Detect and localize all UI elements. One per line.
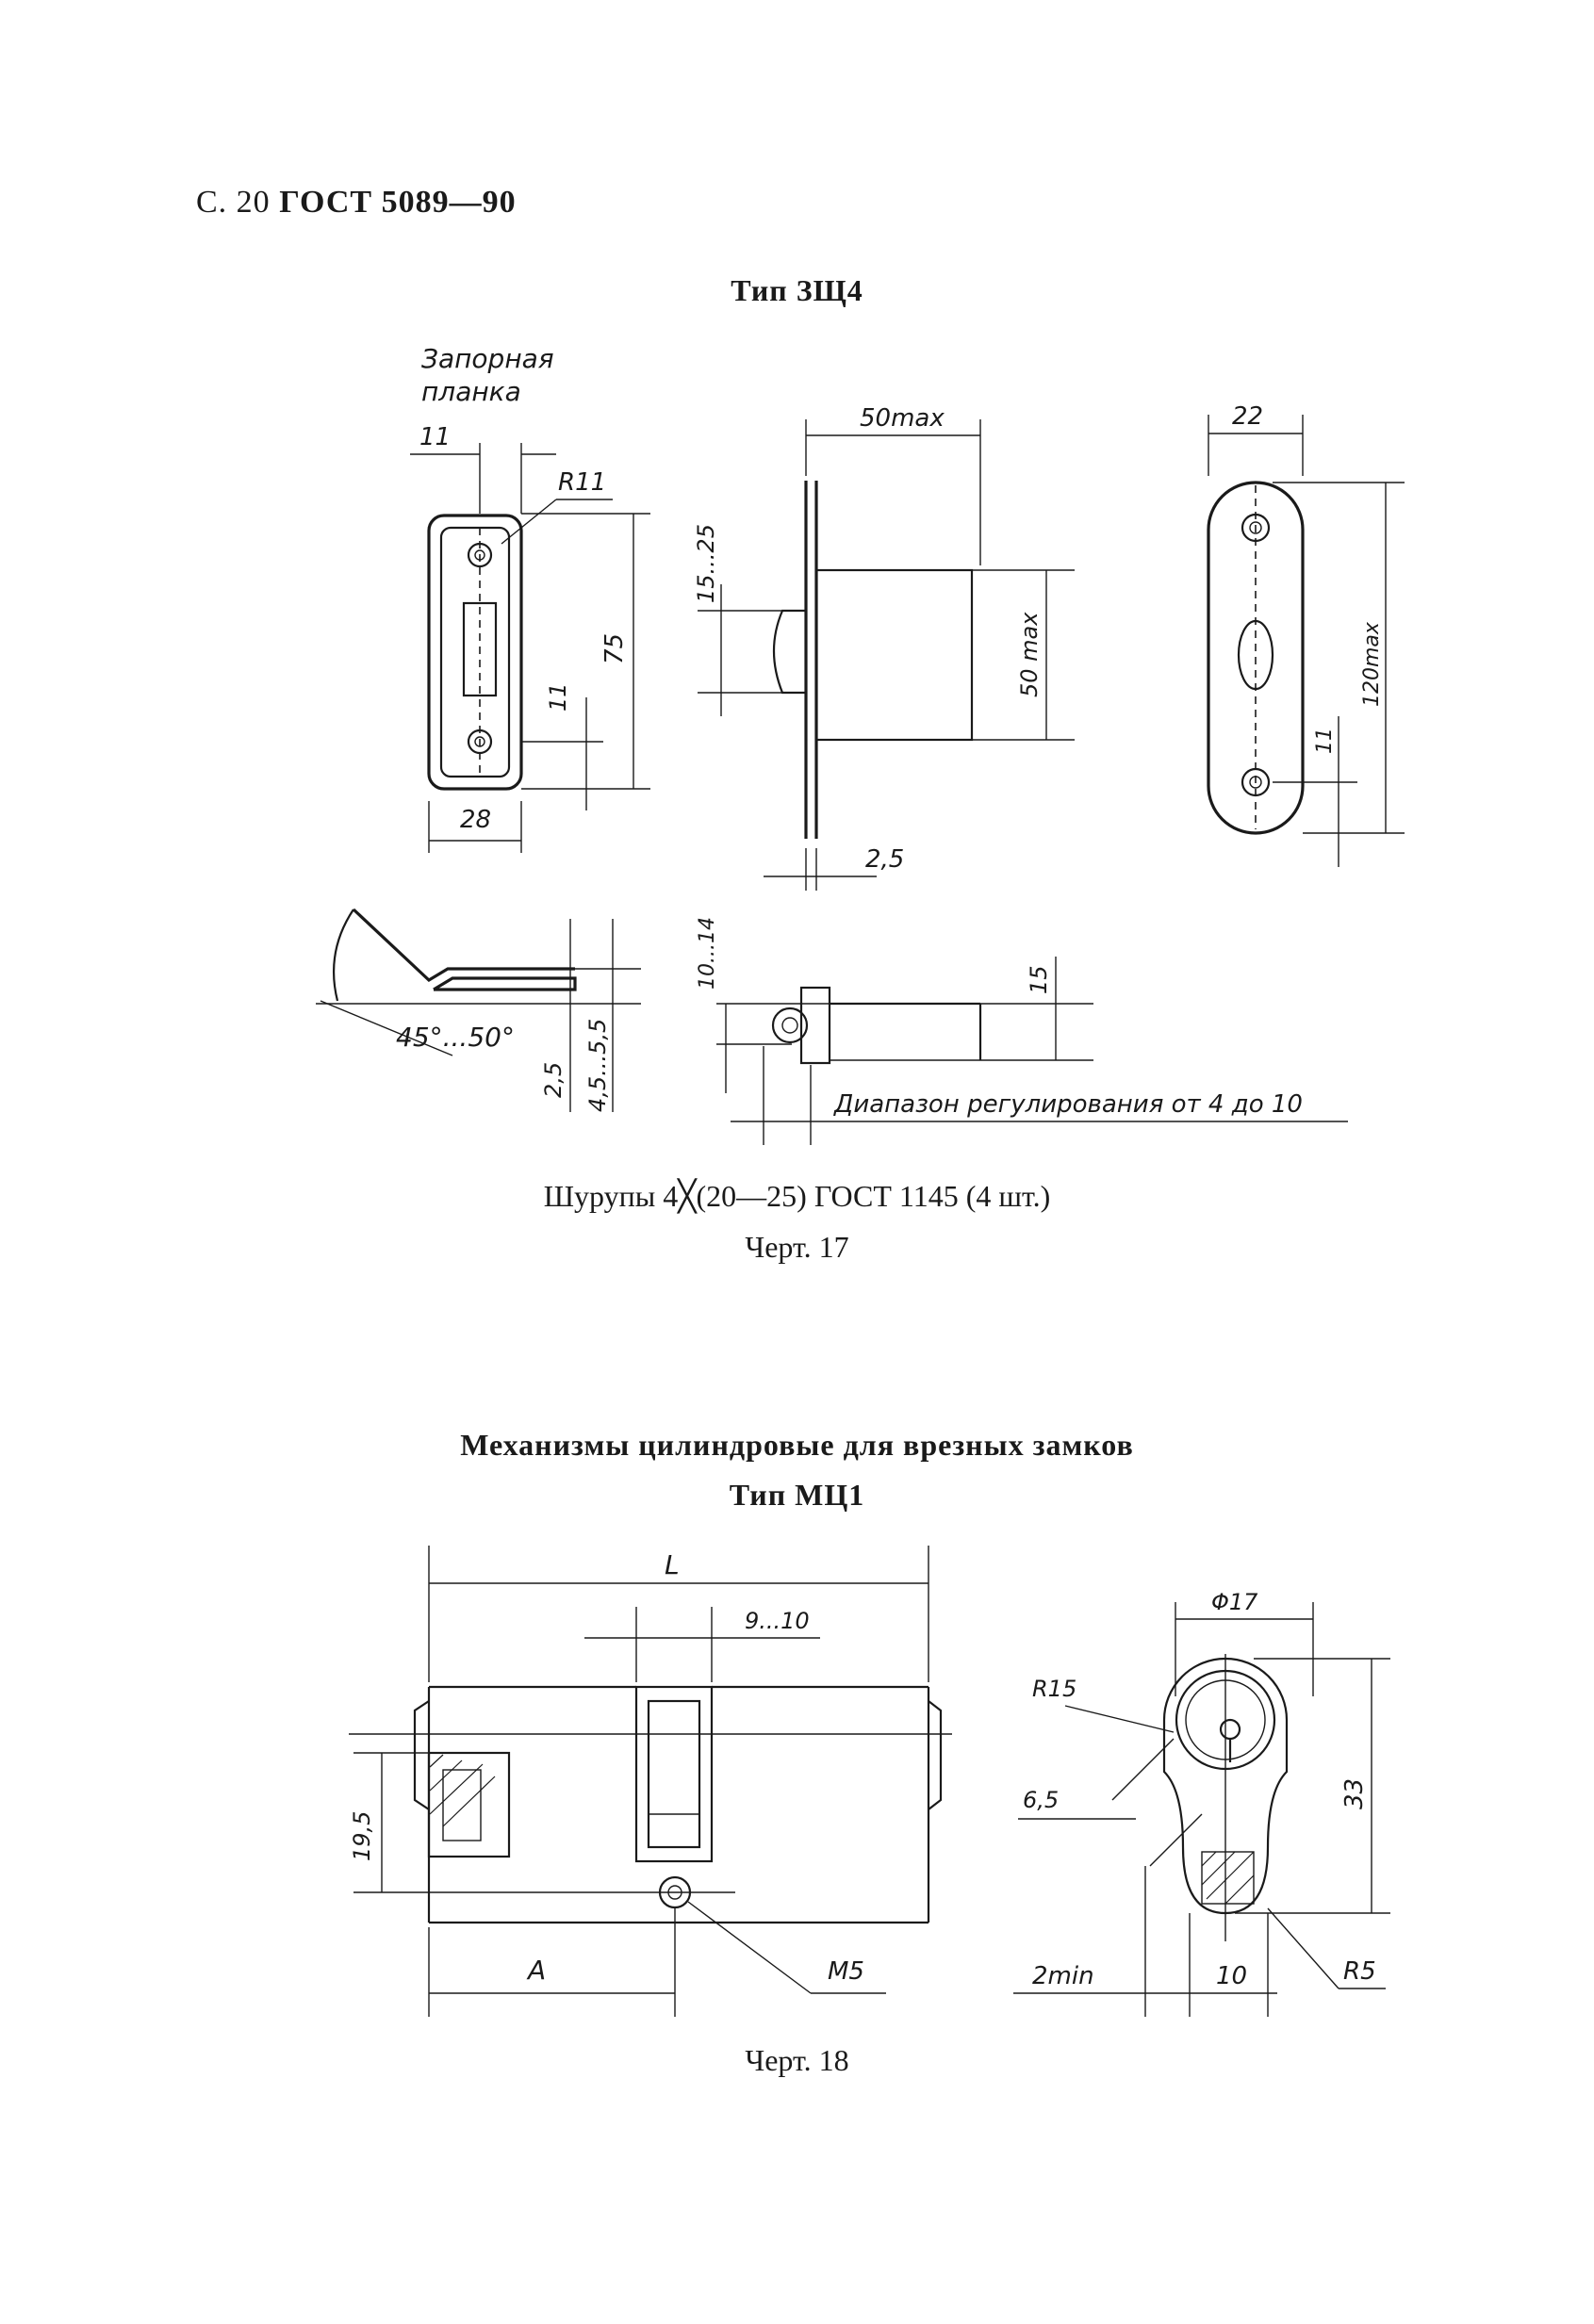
label-L: L: [665, 1549, 680, 1580]
latch-side-view: [698, 419, 1075, 891]
cylinder-profile-view: [1013, 1602, 1390, 2017]
page-number: С. 20: [196, 185, 271, 220]
striker-plate-front-view: [410, 443, 650, 853]
label-d28: 28: [460, 806, 491, 834]
bent-plate-section: [316, 908, 641, 1112]
page-header: С. 20 ГОСТ 5089—90: [196, 185, 517, 221]
label-plate-line2: планка: [421, 376, 521, 407]
label-d33: 33: [1340, 1778, 1369, 1809]
label-d6-5: 6,5: [1023, 1787, 1059, 1813]
label-d75: 75: [600, 633, 629, 664]
label-d11-side: 11: [545, 682, 571, 712]
label-d11-right: 11: [1313, 728, 1337, 754]
cylinder-front-view: [349, 1546, 952, 2017]
section1-title: Тип ЗЩ4: [731, 273, 863, 307]
face-plate-right-view: [1207, 415, 1405, 867]
label-d50max-side: 50 max: [1016, 612, 1043, 697]
dimension-labels: Запорная планка 11 R11 75 11 28 50max 15…: [349, 343, 1384, 1990]
label-d19-5: 19,5: [349, 1811, 375, 1861]
label-d15-25: 15...25: [693, 524, 719, 603]
label-d2-5-low: 2,5: [540, 1062, 567, 1098]
label-r11: R11: [558, 468, 606, 497]
label-d22: 22: [1232, 402, 1263, 431]
label-plate-line1: Запорная: [421, 343, 554, 374]
label-r15: R15: [1032, 1676, 1076, 1702]
label-range: Диапазон регулирования от 4 до 10: [833, 1090, 1303, 1119]
section2-subtitle: Тип МЦ1: [729, 1478, 865, 1512]
screws-note: Шурупы 4╳(20—25) ГОСТ 1145 (4 шт.): [543, 1179, 1051, 1213]
label-d4-5-5-5: 4,5...5,5: [584, 1019, 611, 1112]
label-d50max-top: 50max: [860, 404, 945, 433]
label-d9-10: 9...10: [745, 1608, 810, 1634]
label-angle: 45°...50°: [396, 1022, 515, 1053]
label-A: A: [526, 1955, 546, 1986]
label-d2min: 2min: [1032, 1962, 1094, 1990]
label-r5: R5: [1343, 1957, 1376, 1986]
label-d10-14: 10...14: [696, 917, 719, 990]
latch-bottom-section: [716, 957, 1348, 1145]
figure-17-caption: Черт. 17: [745, 1230, 849, 1264]
standard-number: ГОСТ 5089—90: [279, 185, 517, 220]
label-d10: 10: [1216, 1962, 1247, 1990]
label-d2-5: 2,5: [865, 845, 904, 874]
label-d15: 15: [1026, 965, 1052, 994]
label-d120max: 120max: [1360, 621, 1384, 707]
figure-18-caption: Черт. 18: [745, 2043, 849, 2077]
label-M5: M5: [828, 1957, 864, 1986]
label-d11-top: 11: [419, 423, 451, 451]
section2-title: Механизмы цилиндровые для врезных замков: [460, 1428, 1134, 1462]
label-phi17: Φ17: [1211, 1589, 1258, 1615]
